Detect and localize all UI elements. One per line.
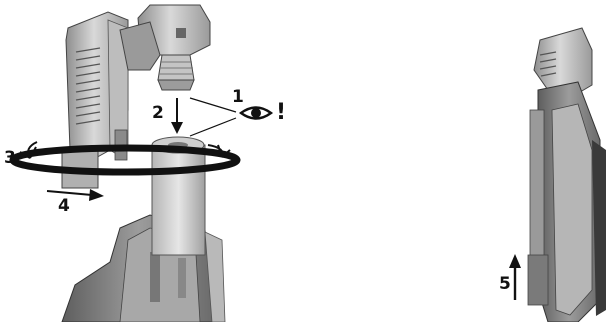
eye-icon bbox=[238, 106, 274, 120]
left-assembly bbox=[9, 4, 241, 322]
arrow-right-icon bbox=[46, 189, 104, 201]
arrow-up-icon bbox=[509, 254, 521, 300]
step-3-label: 3 bbox=[4, 148, 16, 168]
rotation-arrow-icon bbox=[9, 141, 241, 176]
right-top-head bbox=[533, 27, 593, 96]
step-1-label: 1 bbox=[232, 87, 244, 107]
arrow-down-icon bbox=[171, 98, 183, 134]
vent-slots bbox=[75, 47, 101, 125]
callout-lines bbox=[189, 97, 237, 137]
step-4-label: 4 bbox=[58, 196, 70, 216]
warning-mark: ! bbox=[276, 100, 287, 125]
step-2-label: 2 bbox=[152, 103, 164, 123]
right-assembly bbox=[527, 27, 606, 322]
central-cylinder bbox=[151, 144, 206, 256]
step-5-label: 5 bbox=[499, 274, 511, 294]
